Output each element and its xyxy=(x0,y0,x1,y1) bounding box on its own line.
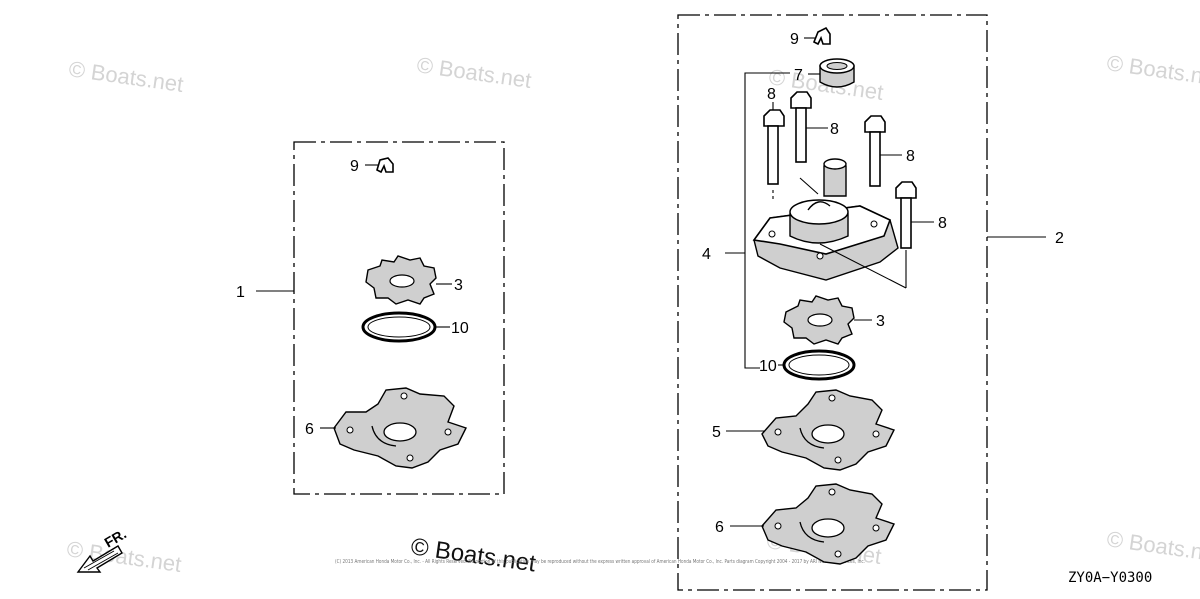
watermark: © Boats.net xyxy=(1105,50,1200,91)
callout-9: 9 xyxy=(350,158,359,175)
plate-part: 5 xyxy=(712,389,895,471)
watermark: © Boats.net xyxy=(1105,526,1200,567)
bolt-part: 8 xyxy=(790,91,839,163)
callout-10: 10 xyxy=(451,320,469,337)
callout-3: 3 xyxy=(876,313,885,330)
clip-part: 9 xyxy=(350,157,394,175)
callout-6: 6 xyxy=(305,421,314,438)
drawing-code: ZY0A−Y0300 xyxy=(1068,570,1152,586)
o-ring-part: 10 xyxy=(361,311,469,343)
impeller-part: 3 xyxy=(783,295,885,345)
watermarks: © Boats.net © Boats.net © Boats.net © Bo… xyxy=(65,50,1200,577)
callout-3: 3 xyxy=(454,277,463,294)
callout-kit-left: 1 xyxy=(236,284,245,301)
callout-8: 8 xyxy=(767,86,776,103)
callout-8: 8 xyxy=(830,121,839,138)
callout-5: 5 xyxy=(712,424,721,441)
bushing-part: 7 xyxy=(794,58,855,88)
impeller-part: 3 xyxy=(365,255,463,305)
callout-10: 10 xyxy=(759,358,777,375)
callout-kit-right: 2 xyxy=(1055,230,1064,247)
gasket-plate-part: 6 xyxy=(715,483,895,565)
callout-4: 4 xyxy=(702,246,711,263)
copyright-line: (C) 2013 American Honda Motor Co., Inc. … xyxy=(335,559,865,565)
bolt-part: 8 xyxy=(763,86,785,200)
watermark-main: © Boats.net xyxy=(409,533,538,577)
bolt-part: 8 xyxy=(895,181,947,249)
clip-part: 9 xyxy=(790,26,831,48)
callout-8: 8 xyxy=(938,215,947,232)
pump-housing-part xyxy=(752,158,907,289)
bolt-part: 8 xyxy=(864,115,915,187)
kit-left: 1 9 3 10 xyxy=(236,141,505,495)
callout-8: 8 xyxy=(906,148,915,165)
gasket-plate-part: 6 xyxy=(305,387,467,469)
callout-6: 6 xyxy=(715,519,724,536)
callout-9: 9 xyxy=(790,31,799,48)
o-ring-part: 10 xyxy=(759,349,856,381)
callout-7: 7 xyxy=(794,67,803,84)
kit-right: 2 9 7 4 8 8 xyxy=(677,14,1064,591)
watermark: © Boats.net xyxy=(67,56,185,97)
watermark: © Boats.net xyxy=(415,52,533,93)
